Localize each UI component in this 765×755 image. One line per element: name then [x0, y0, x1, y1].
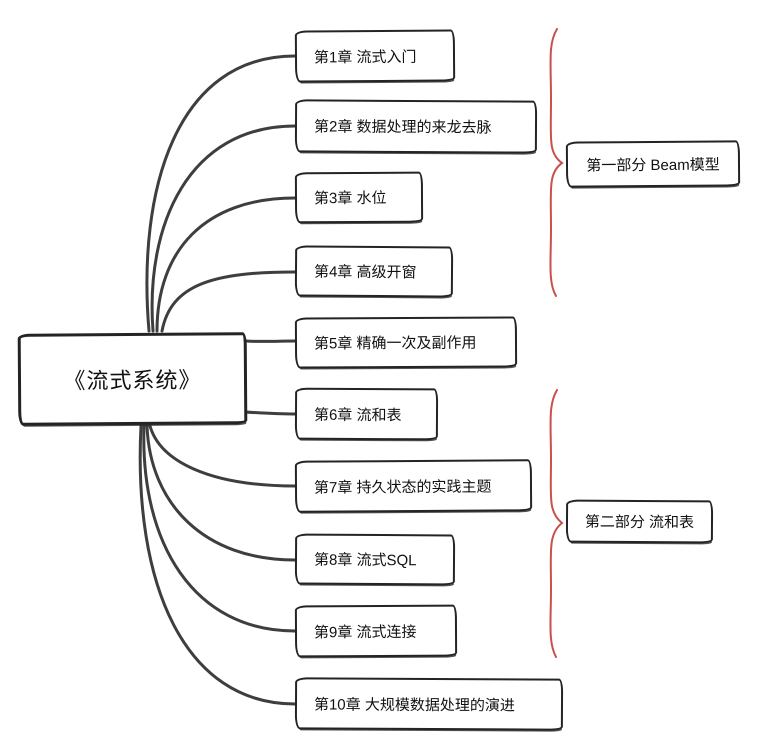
- connector-chapter-6: [243, 410, 297, 416]
- node-chapter-10[interactable]: 第10章 大规模数据处理的演进: [294, 677, 564, 731]
- connector-chapter-4: [160, 270, 297, 333]
- chapter-label: 第8章 流式SQL: [313, 551, 417, 570]
- node-chapter-5[interactable]: 第5章 精确一次及副作用: [294, 316, 518, 369]
- connector-chapter-7: [148, 424, 297, 488]
- root-node[interactable]: 《流式系统》: [17, 332, 248, 426]
- node-part-2[interactable]: 第二部分 流和表: [565, 499, 714, 544]
- part-2-brace: [549, 389, 564, 658]
- node-chapter-3[interactable]: 第3章 水位: [294, 171, 424, 224]
- chapter-label: 第6章 流和表: [313, 406, 402, 424]
- chapter-label: 第4章 高级开窗: [313, 263, 417, 282]
- node-chapter-6[interactable]: 第6章 流和表: [294, 387, 439, 441]
- node-chapter-7[interactable]: 第7章 持久状态的实践主题: [294, 459, 533, 513]
- chapter-label: 第9章 流式连接: [313, 623, 417, 641]
- connector-chapter-1: [145, 54, 297, 333]
- chapter-label: 第3章 水位: [313, 189, 387, 208]
- chapter-label: 第10章 大规模数据处理的演进: [313, 695, 515, 714]
- node-chapter-2[interactable]: 第2章 数据处理的来龙去脉: [294, 99, 538, 154]
- root-node-label: 《流式系统》: [63, 367, 202, 394]
- connector-chapter-2: [150, 124, 297, 333]
- node-chapter-4[interactable]: 第4章 高级开窗: [294, 245, 454, 298]
- part-label: 第一部分 Beam模型: [586, 156, 720, 174]
- chapter-label: 第7章 持久状态的实践主题: [313, 478, 492, 497]
- connector-chapter-10: [138, 424, 297, 706]
- node-part-1[interactable]: 第一部分 Beam模型: [565, 140, 741, 188]
- chapter-label: 第5章 精确一次及副作用: [313, 334, 477, 353]
- chapter-label: 第1章 流式入门: [313, 48, 417, 66]
- part-label: 第二部分 流和表: [584, 513, 695, 532]
- connector-chapter-8: [145, 424, 297, 562]
- node-chapter-8[interactable]: 第8章 流式SQL: [294, 533, 456, 586]
- connector-chapter-3: [155, 196, 297, 333]
- connector-chapter-9: [142, 424, 297, 633]
- node-chapter-1[interactable]: 第1章 流式入门: [294, 29, 456, 83]
- chapter-label: 第2章 数据处理的来龙去脉: [313, 118, 492, 137]
- node-chapter-9[interactable]: 第9章 流式连接: [294, 604, 458, 658]
- part-1-brace: [549, 28, 564, 297]
